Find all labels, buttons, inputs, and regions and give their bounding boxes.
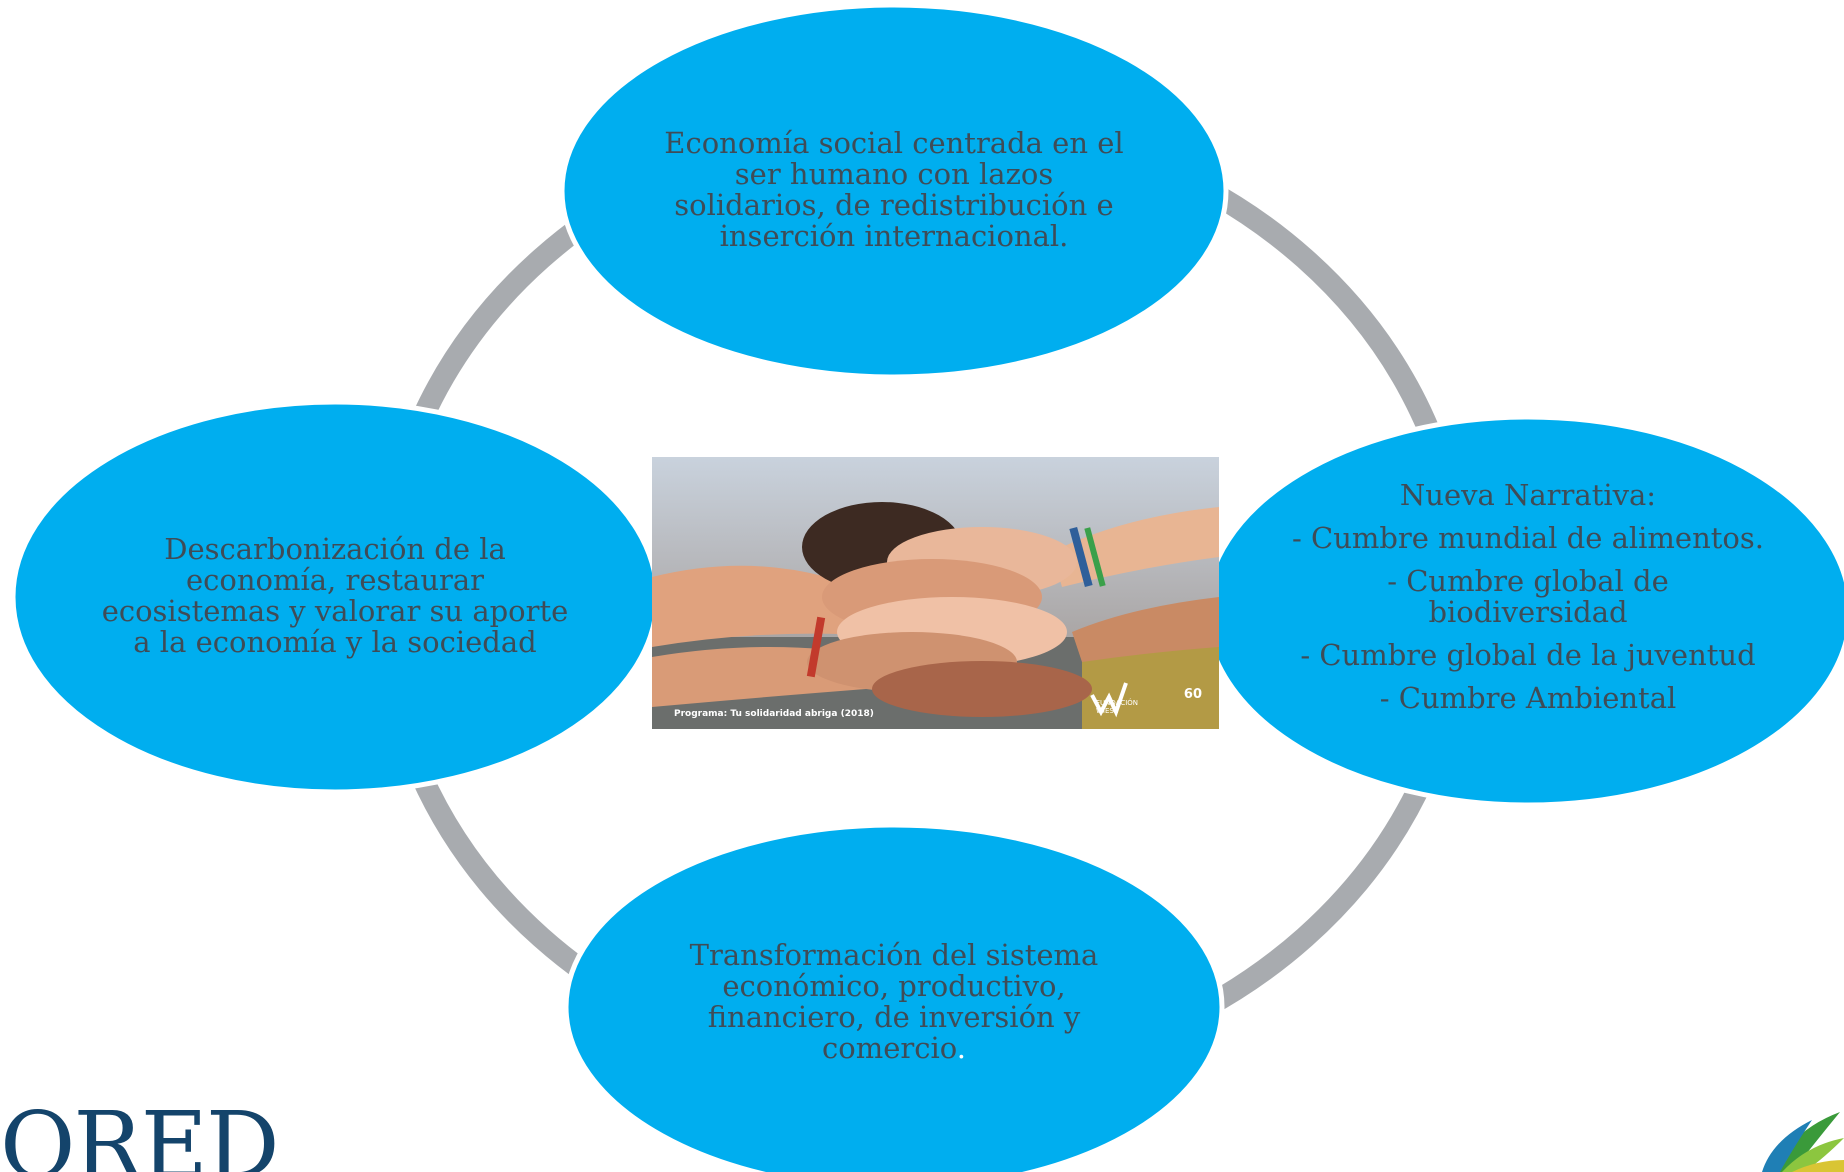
node-left-line: economía, restaurar [185, 563, 485, 597]
node-bottom-line: económico, productivo, [722, 969, 1066, 1003]
node-left-line: ecosistemas y valorar su aporte [101, 594, 569, 628]
node-bottom-ellipse [563, 822, 1225, 1172]
ored-logo: ORED [0, 1100, 278, 1172]
stacked-hands-photo: Programa: Tu solidaridad abriga (2018) F… [652, 457, 1219, 729]
node-right-line: Nueva Narrativa: [1399, 478, 1657, 512]
node-top-line: ser humano con lazos [734, 157, 1054, 191]
node-right-line: - Cumbre mundial de alimentos. [1291, 521, 1764, 555]
node-bottom-line: Transformación del sistema [689, 938, 1099, 972]
trailing-dot: . [956, 1031, 966, 1065]
node-top-ellipse [559, 2, 1229, 380]
node-right-line: - Cumbre global de biodiversidad [1387, 564, 1669, 629]
node-left-text: Descarbonización de la economía, restaur… [80, 534, 590, 658]
node-right-line: - Cumbre global de la juventud [1300, 638, 1756, 672]
stacked-hands-icon [652, 457, 1219, 729]
node-bottom-text: Transformación del sistema económico, pr… [660, 940, 1128, 1064]
anniversary-badge: 60 [1183, 687, 1202, 702]
node-right-text: Nueva Narrativa: - Cumbre mundial de ali… [1272, 480, 1784, 726]
leaf-logo-icon [1762, 1112, 1844, 1172]
node-left-line: a la economía y la sociedad [133, 625, 537, 659]
node-top-line: inserción internacional. [719, 219, 1069, 253]
node-right-line: - Cumbre Ambiental [1379, 681, 1677, 715]
node-top-line: Economía social centrada en el [664, 126, 1124, 160]
foundation-logo-text: FUNDACIÓN WIESE [1096, 699, 1139, 715]
photo-caption: Programa: Tu solidaridad abriga (2018) [674, 709, 874, 719]
node-top-line: solidarios, de redistribución e [674, 188, 1114, 222]
node-bottom-line: comercio. [822, 1031, 966, 1065]
node-top-text: Economía social centrada en el ser human… [644, 128, 1144, 252]
node-left-line: Descarbonización de la [164, 532, 506, 566]
node-bottom-line: financiero, de inversión y [707, 1000, 1081, 1034]
